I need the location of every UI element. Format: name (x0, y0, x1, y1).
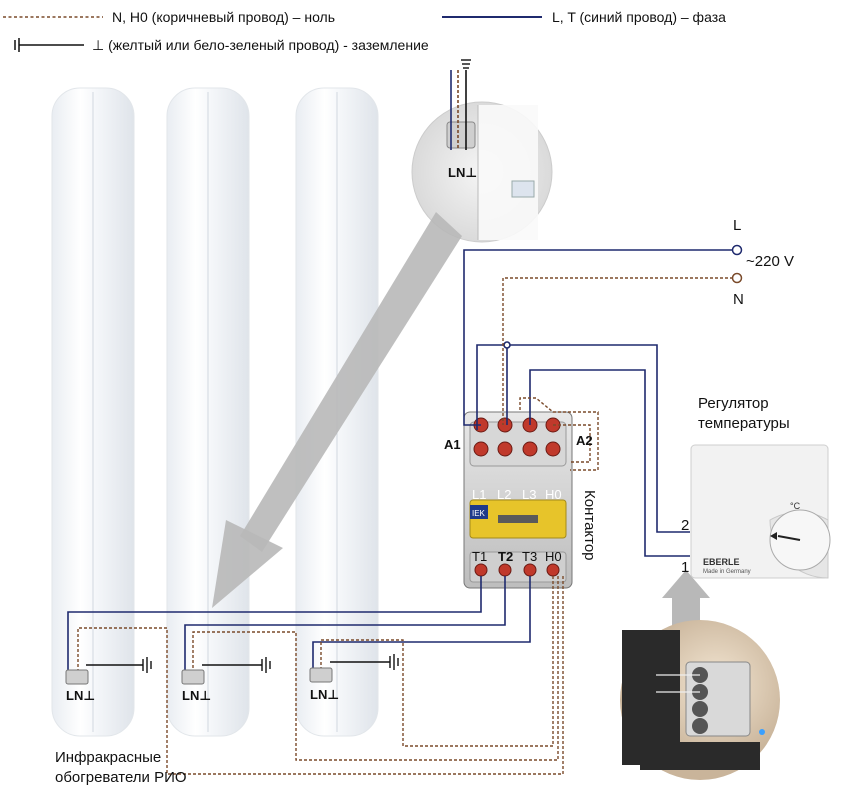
supply-terminals (731, 244, 743, 284)
contactor-a2-label: A2 (576, 433, 593, 448)
supply-voltage-label: ~220 V (746, 253, 794, 270)
regulator-made: Made in Germany (703, 569, 751, 575)
regulator-terminal-2: 2 (681, 517, 690, 534)
regulator-terminal-1: 1 (681, 559, 690, 576)
supply-l-label: L (733, 217, 742, 234)
zoom-wires (450, 59, 471, 150)
contactor-bottom-t1: T1 (472, 549, 488, 564)
regulator-unit: °C (790, 501, 801, 511)
contactor-top-l3: L3 (522, 487, 537, 502)
contactor-title: Контактор (581, 490, 598, 561)
phase-wiring (67, 249, 733, 672)
heater-panel-2 (166, 87, 250, 737)
contactor-top-l1: L1 (472, 487, 487, 502)
regulator-title-1: Регулятор (698, 395, 769, 412)
contactor-bottom-h0: H0 (545, 549, 562, 564)
zoom-terminal-label: LN⊥ (448, 165, 478, 180)
contactor-bottom-t2: T2 (498, 549, 514, 564)
contactor-top-l2: L2 (497, 487, 512, 502)
heaters-caption-2: обогреватели РИО (55, 769, 187, 786)
legend-phase-text: L, T (синий провод) – фаза (552, 9, 726, 25)
thermostat-regulator (690, 444, 831, 579)
legend-ground-text: ⊥ (желтый или бело-зеленый провод) - заз… (92, 37, 429, 53)
regulator-title-2: температуры (698, 415, 790, 432)
legend-neutral-text: N, H0 (коричневый провод) – ноль (112, 9, 336, 25)
heater-ground-symbols (86, 654, 399, 673)
regulator-brand: EBERLE (703, 557, 740, 567)
contactor-body (463, 411, 573, 589)
supply-n-label: N (733, 291, 744, 308)
pointer-arrow (212, 212, 462, 608)
heater-3-terminal-label: LN⊥ (310, 687, 340, 702)
heater-1-terminal-label: LN⊥ (66, 688, 96, 703)
legend-ground-symbol (14, 38, 84, 52)
contactor-top-h0: H0 (545, 487, 562, 502)
heater-terminal-blocks (65, 667, 333, 685)
contactor-bottom-t3: T3 (522, 549, 538, 564)
regulator-terminal-photo (620, 620, 780, 780)
neutral-wiring (77, 277, 733, 775)
contactor-brand: IEK (472, 509, 485, 518)
contactor-a1-label: A1 (444, 437, 461, 452)
heater-2-terminal-label: LN⊥ (182, 688, 212, 703)
heaters-caption-1: Инфракрасные (55, 749, 162, 766)
terminal-zoom-circle (411, 101, 553, 243)
heater-panel-1 (51, 87, 135, 737)
